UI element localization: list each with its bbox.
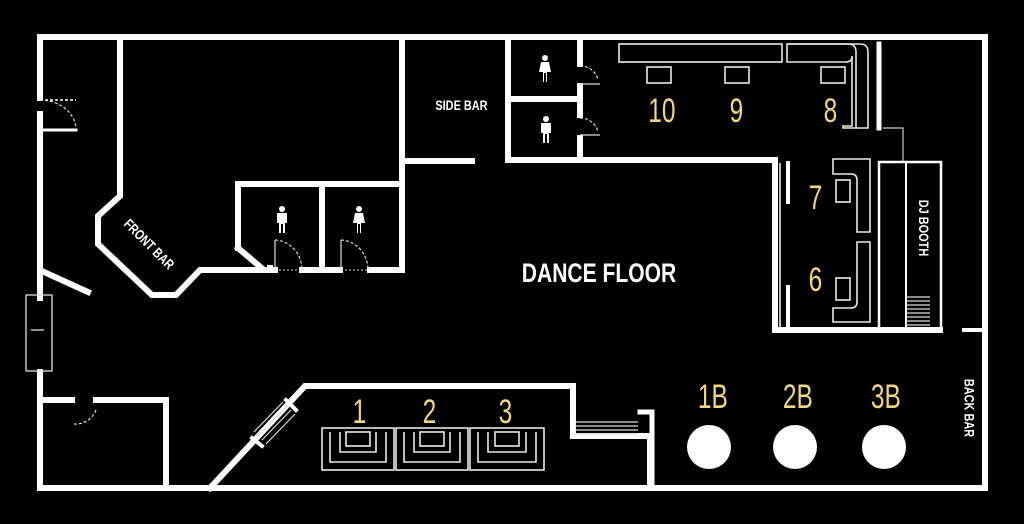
table-2[interactable]: 2 <box>422 393 437 431</box>
bar-table-1b-seat[interactable] <box>687 425 731 469</box>
top-booths <box>618 41 882 131</box>
side-bar-walls <box>399 34 475 187</box>
bar-table-1b[interactable]: 1B <box>697 378 728 416</box>
vip-side-area <box>767 127 987 333</box>
male-restroom-icon <box>539 116 553 149</box>
table-3[interactable]: 3 <box>498 393 513 431</box>
lower-left-room <box>25 294 169 491</box>
table-6[interactable]: 6 <box>808 261 823 299</box>
back-bar-label: BACK BAR <box>961 378 978 438</box>
male-restroom-icon <box>275 206 289 239</box>
entrance-door <box>38 99 78 132</box>
top-restrooms <box>505 34 773 163</box>
female-restroom-icon <box>352 206 366 239</box>
side-bar-label: SIDE BAR <box>435 97 488 113</box>
left-restrooms <box>233 181 405 273</box>
bar-table-3b[interactable]: 3B <box>870 378 901 416</box>
table-8[interactable]: 8 <box>823 92 838 130</box>
front-bar-walls <box>40 34 273 298</box>
table-10[interactable]: 10 <box>648 92 676 130</box>
table-9[interactable]: 9 <box>729 92 744 130</box>
lower-booths-area <box>205 383 655 493</box>
bar-table-3b-seat[interactable] <box>862 425 906 469</box>
bar-table-2b[interactable]: 2B <box>782 378 813 416</box>
dance-floor-label: DANCE FLOOR <box>521 258 677 288</box>
outer-walls <box>37 34 988 491</box>
female-restroom-icon <box>538 55 552 88</box>
table-7[interactable]: 7 <box>808 179 823 217</box>
bar-table-2b-seat[interactable] <box>773 425 817 469</box>
table-1[interactable]: 1 <box>352 393 367 431</box>
dj-booth-label: DJ BOOTH <box>916 199 933 257</box>
